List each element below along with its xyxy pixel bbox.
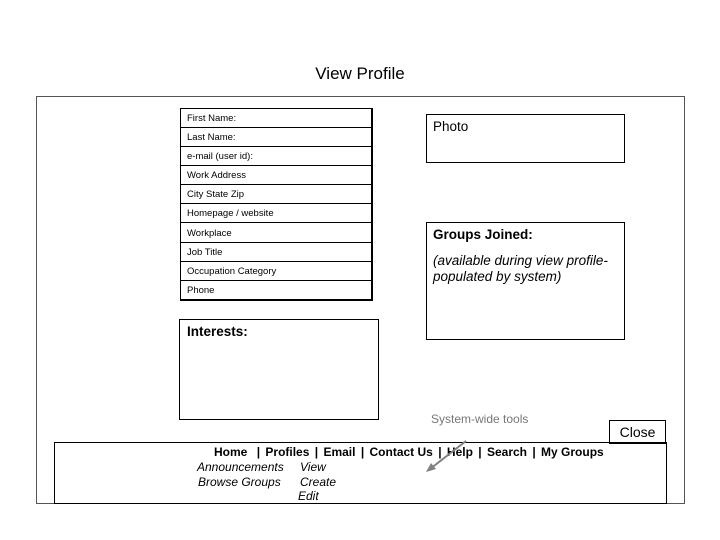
nav-contact-us-link[interactable]: Contact Us xyxy=(369,445,433,459)
groups-joined-panel: Groups Joined: (available during view pr… xyxy=(426,222,625,340)
nav-separator: | xyxy=(314,445,319,459)
photo-label: Photo xyxy=(433,119,469,134)
photo-box: Photo xyxy=(426,114,625,163)
system-tools-label: System-wide tools xyxy=(431,412,529,426)
profile-fields-panel: First Name: Last Name: e-mail (user id):… xyxy=(180,108,373,301)
field-job-title[interactable]: Job Title xyxy=(181,243,371,262)
profiles-submenu-view[interactable]: View xyxy=(300,460,326,474)
nav-profiles-link[interactable]: Profiles xyxy=(265,445,310,459)
profiles-submenu-create[interactable]: Create xyxy=(300,475,337,489)
nav-my-groups-link[interactable]: My Groups xyxy=(541,445,604,459)
nav-panel xyxy=(54,442,667,504)
nav-separator: | xyxy=(256,445,261,459)
nav-search-link[interactable]: Search xyxy=(486,445,527,459)
page-title: View Profile xyxy=(315,64,405,83)
nav-separator: | xyxy=(532,445,536,459)
field-homepage[interactable]: Homepage / website xyxy=(181,204,371,223)
interests-title: Interests: xyxy=(187,324,248,339)
home-submenu-announcements[interactable]: Announcements xyxy=(197,460,284,474)
profiles-submenu-edit[interactable]: Edit xyxy=(298,489,319,503)
interests-panel[interactable]: Interests: xyxy=(179,319,379,420)
groups-joined-title: Groups Joined: xyxy=(433,227,533,242)
field-city-state-zip[interactable]: City State Zip xyxy=(181,185,371,204)
close-button[interactable]: Close xyxy=(609,420,666,444)
field-last-name[interactable]: Last Name: xyxy=(181,128,371,147)
field-occupation-category[interactable]: Occupation Category xyxy=(181,262,371,281)
nav-separator: | xyxy=(438,445,442,459)
nav-help-link[interactable]: Help xyxy=(446,445,473,459)
field-work-address[interactable]: Work Address xyxy=(181,166,371,185)
field-first-name[interactable]: First Name: xyxy=(181,109,371,128)
nav-email-link[interactable]: Email xyxy=(323,445,356,459)
nav-bar: Home | Profiles | Email | Contact Us | H… xyxy=(214,445,604,459)
field-workplace[interactable]: Workplace xyxy=(181,224,371,243)
field-phone[interactable]: Phone xyxy=(187,285,215,296)
nav-separator: | xyxy=(478,445,482,459)
home-submenu-browse-groups[interactable]: Browse Groups xyxy=(198,475,281,489)
pointer-arrow-icon xyxy=(426,440,467,472)
nav-home-link[interactable]: Home xyxy=(214,445,248,459)
field-email[interactable]: e-mail (user id): xyxy=(181,147,371,166)
nav-separator: | xyxy=(360,445,365,459)
groups-joined-note: (available during view profile- populate… xyxy=(433,253,608,284)
